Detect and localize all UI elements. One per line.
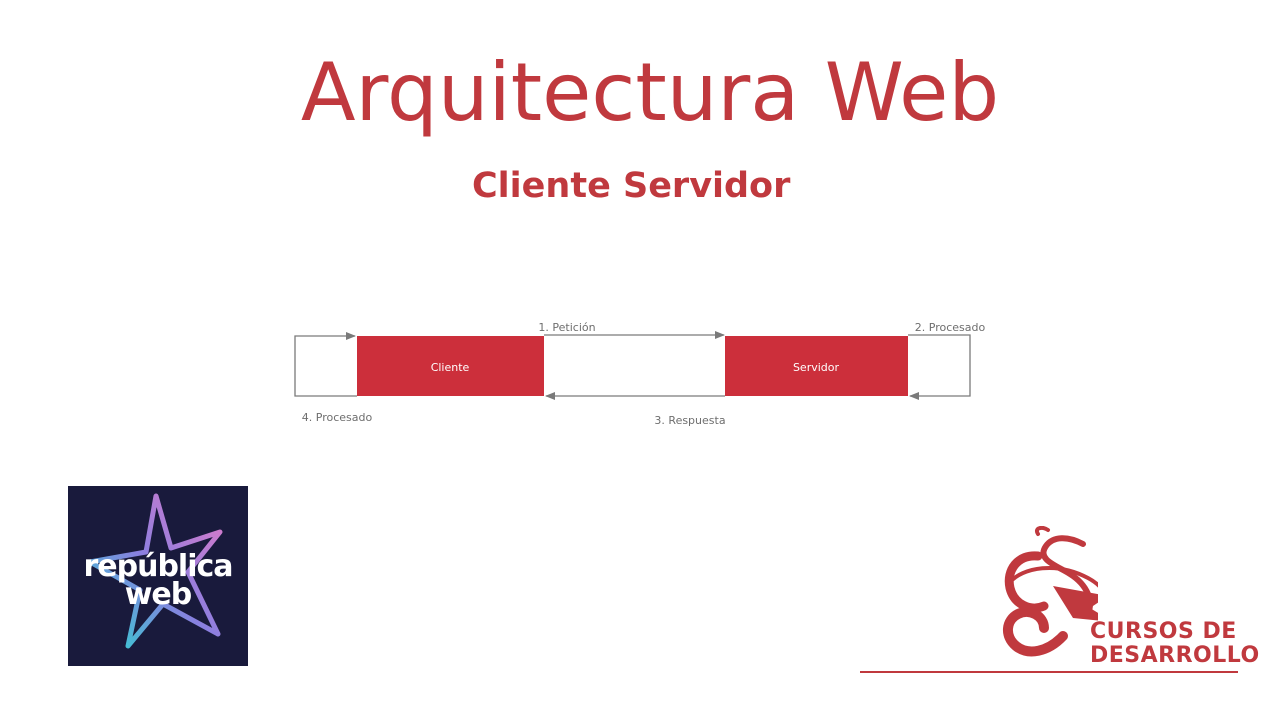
server-node xyxy=(725,336,908,396)
republica-web-logo: república web xyxy=(68,486,248,666)
client-node xyxy=(357,336,544,396)
dragon-icon xyxy=(1003,526,1098,657)
cursos-de-desarrollo-line1: CURSOS DE xyxy=(1090,619,1237,644)
client-node-label: Cliente xyxy=(431,361,470,374)
cursos-de-desarrollo-line2: DESARROLLO xyxy=(1090,643,1260,668)
cursos-de-desarrollo-logo: CURSOS DE DESARROLLO xyxy=(858,526,1259,676)
star-icon xyxy=(87,493,223,649)
republica-web-logo-line2: web xyxy=(124,577,193,612)
republica-web-logo-line1: república xyxy=(83,549,233,584)
slide-subtitle: Cliente Servidor xyxy=(472,166,791,206)
server-node-label: Servidor xyxy=(793,361,840,374)
request-label: 1. Petición xyxy=(538,321,595,334)
server-processing-loop xyxy=(908,334,971,400)
client-processing-label: 4. Procesado xyxy=(302,411,373,424)
slide-title: Arquitectura Web xyxy=(300,46,1000,139)
logo-underline xyxy=(860,671,1238,673)
response-label: 3. Respuesta xyxy=(654,414,725,427)
client-processing-loop xyxy=(294,332,357,397)
server-processing-label: 2. Procesado xyxy=(915,321,986,334)
